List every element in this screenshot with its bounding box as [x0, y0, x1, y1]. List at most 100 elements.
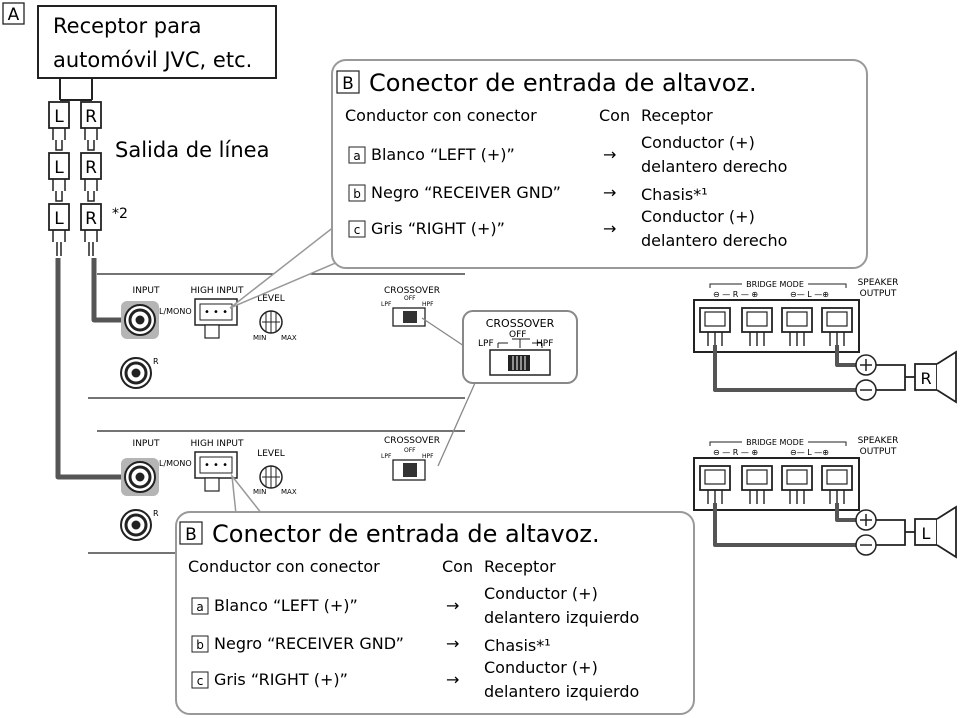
speaker-output-label-top-2: OUTPUT — [860, 289, 897, 299]
row-key: b — [196, 638, 204, 652]
row-key: a — [353, 149, 360, 163]
level-label-bottom: LEVEL — [257, 449, 285, 459]
column-conductor-header: Conductor con conector — [345, 106, 537, 125]
lpf-label-top: LPF — [381, 301, 392, 308]
input-label-bottom: INPUT — [133, 439, 160, 449]
terminal-post-4 — [821, 465, 853, 504]
l-mono-label-bottom: L/MONO — [159, 459, 192, 468]
terminal-post-3 — [781, 465, 813, 504]
rca-plug-left-1: L — [48, 101, 70, 151]
rca-plug-right-3: R — [80, 203, 102, 256]
row-arrow: → — [446, 670, 459, 689]
callout-title: Conector de entrada de altavoz. — [369, 69, 757, 97]
row-key: c — [354, 223, 361, 237]
source-line-1: Receptor para — [53, 14, 201, 38]
row-dest-1: Conductor (+) — [641, 133, 755, 152]
off-zoom-label: OFF — [509, 330, 526, 340]
input-label-top: INPUT — [133, 286, 160, 296]
row-dest-2: delantero derecho — [641, 157, 787, 176]
row-key: b — [353, 187, 361, 201]
row-wire: Negro “RECEIVER GND” — [214, 634, 404, 653]
row-dest-2: delantero izquierdo — [484, 682, 639, 701]
column-conductor-header: Conductor con conector — [188, 557, 380, 576]
row-dest-2: delantero izquierdo — [484, 608, 639, 627]
speaker-l-letter: L — [922, 524, 931, 543]
svg-text:• • •: • • • — [204, 307, 228, 318]
rca-plug-right-2: R — [80, 152, 102, 202]
crossover-zoom-label: CROSSOVER — [486, 317, 555, 330]
amp-panel-bottom: INPUT L/MONO R HIGH INPUT • • • LEVEL MI… — [120, 436, 440, 541]
speaker-l-symbol: L — [855, 505, 957, 559]
terminal-post-2 — [741, 465, 773, 504]
callout-letter-tag: B — [179, 521, 203, 545]
svg-text:⊖— L —⊕: ⊖— L —⊕ — [790, 448, 829, 457]
row-dest-1: Conductor (+) — [484, 584, 598, 603]
row-arrow: → — [446, 596, 459, 615]
minus-r-top: ⊖ — R — ⊕ — [713, 290, 758, 299]
r-label-top: R — [153, 357, 159, 366]
plug-letter: L — [54, 158, 64, 178]
amp-panel-top: INPUT L/MONO R HIGH INPUT • • • LEVEL MI… — [120, 286, 440, 389]
row-wire: Blanco “LEFT (+)” — [371, 145, 515, 164]
terminal-post-2 — [741, 307, 773, 346]
min-label-top: MIN — [253, 334, 266, 342]
crossover-slider-top — [403, 311, 417, 323]
r-label-bottom: R — [153, 509, 159, 518]
bridge-mode-label-top: BRIDGE MODE — [746, 280, 804, 289]
column-receptor-header: Receptor — [641, 106, 713, 125]
column-receptor-header: Receptor — [484, 557, 556, 576]
row-wire: Gris “RIGHT (+)” — [214, 670, 348, 689]
hpf-label-bottom: HPF — [422, 453, 434, 460]
speaker-wires-top — [713, 345, 860, 392]
row-wire: Negro “RECEIVER GND” — [371, 183, 561, 202]
max-label-top: MAX — [281, 334, 297, 342]
row-dest-1: Chasis*¹ — [484, 636, 551, 655]
plug-letter: L — [54, 107, 64, 127]
row-wire: Blanco “LEFT (+)” — [214, 596, 358, 615]
speaker-output-label-top-1: SPEAKER — [858, 278, 899, 288]
terminal-post-1 — [699, 465, 731, 504]
receiver-rca-cables — [59, 78, 93, 101]
section-tag-box — [2, 2, 25, 25]
plug-letter: R — [85, 107, 97, 127]
row-arrow: → — [446, 634, 459, 653]
rca-plug-left-3: L — [48, 203, 70, 256]
bridge-mode-label-bottom: BRIDGE MODE — [746, 438, 804, 447]
high-input-connector-bottom — [194, 451, 238, 479]
footnote-mark: *2 — [112, 206, 128, 222]
level-label-top: LEVEL — [257, 294, 285, 304]
row-key: c — [197, 674, 204, 688]
callout-top-box — [331, 59, 868, 269]
speaker-output-bottom: BRIDGE MODE ⊖ — R — ⊕ ⊖— L —⊕ SPEAKER OU… — [693, 436, 898, 511]
off-label-bottom: OFF — [404, 447, 416, 454]
row-dest-2: delantero derecho — [641, 231, 787, 250]
row-dest-1: Conductor (+) — [484, 658, 598, 677]
wire-left-to-bottom-input — [55, 258, 130, 480]
callout-row-a: a Blanco “LEFT (+)” → Conductor (+) delanter… — [191, 584, 639, 627]
crossover-zoom-callout: CROSSOVER LPF OFF HPF — [421, 310, 578, 467]
callout-letter-tag: B — [336, 70, 360, 94]
column-con-header: Con — [442, 557, 473, 576]
min-label-bottom: MIN — [253, 488, 266, 496]
row-dest-1: Chasis*¹ — [641, 185, 708, 204]
lpf-zoom-label: LPF — [478, 339, 494, 349]
row-key: a — [196, 600, 203, 614]
max-label-bottom: MAX — [281, 488, 297, 496]
svg-text:B: B — [342, 74, 354, 94]
lpf-label-bottom: LPF — [381, 453, 392, 460]
row-wire: Gris “RIGHT (+)” — [371, 219, 505, 238]
svg-text:B: B — [185, 525, 197, 545]
crossover-label-top: CROSSOVER — [384, 286, 440, 296]
speaker-r-letter: R — [920, 369, 931, 388]
callout-bottom-box — [175, 511, 695, 715]
hpf-label-top: HPF — [422, 301, 434, 308]
rca-plug-left-2: L — [48, 152, 70, 202]
row-dest-1: Conductor (+) — [641, 207, 755, 226]
terminal-post-1 — [699, 307, 731, 346]
line-output-label: Salida de línea — [115, 138, 269, 162]
high-input-label-bottom: HIGH INPUT — [191, 439, 244, 449]
crossover-slider-bottom — [403, 463, 417, 477]
